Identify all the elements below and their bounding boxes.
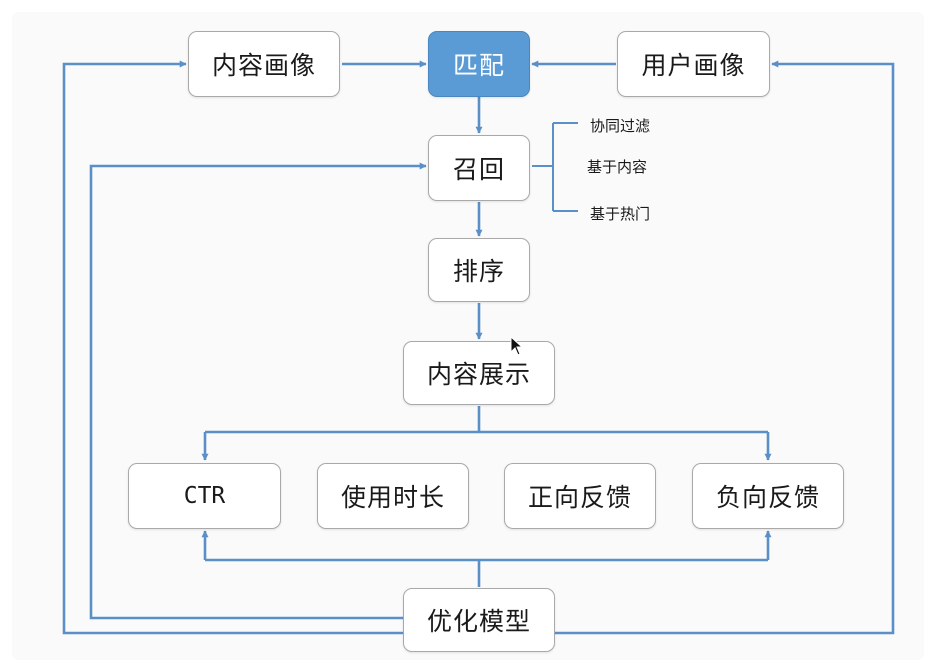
- user-profile-node: 用户画像: [617, 31, 770, 97]
- recall-methods-bracket: [532, 122, 578, 212]
- edge-optimize-to-recall: [89, 162, 427, 620]
- mouse-pointer-icon: [510, 336, 524, 356]
- recall-node: 召回: [428, 135, 530, 201]
- display-node: 内容展示: [403, 341, 555, 405]
- recall-method-content-based: 基于内容: [587, 158, 648, 176]
- edge-optimize-to-content-profile: [62, 60, 403, 635]
- optimize-model-node: 优化模型: [403, 588, 555, 652]
- diagram-background: [12, 12, 924, 660]
- negative-feedback-node: 负向反馈: [692, 463, 844, 529]
- duration-node: 使用时长: [317, 463, 469, 529]
- rank-node: 排序: [428, 238, 530, 302]
- recall-method-popularity-based: 基于热门: [590, 205, 651, 223]
- positive-feedback-node: 正向反馈: [504, 463, 656, 529]
- match-node: 匹配: [428, 31, 530, 97]
- edge-optimize-to-user-profile: [555, 60, 895, 635]
- ctr-node: CTR: [128, 463, 281, 529]
- recall-method-collaborative-filtering: 协同过滤: [590, 117, 651, 135]
- content-profile-node: 内容画像: [188, 31, 340, 97]
